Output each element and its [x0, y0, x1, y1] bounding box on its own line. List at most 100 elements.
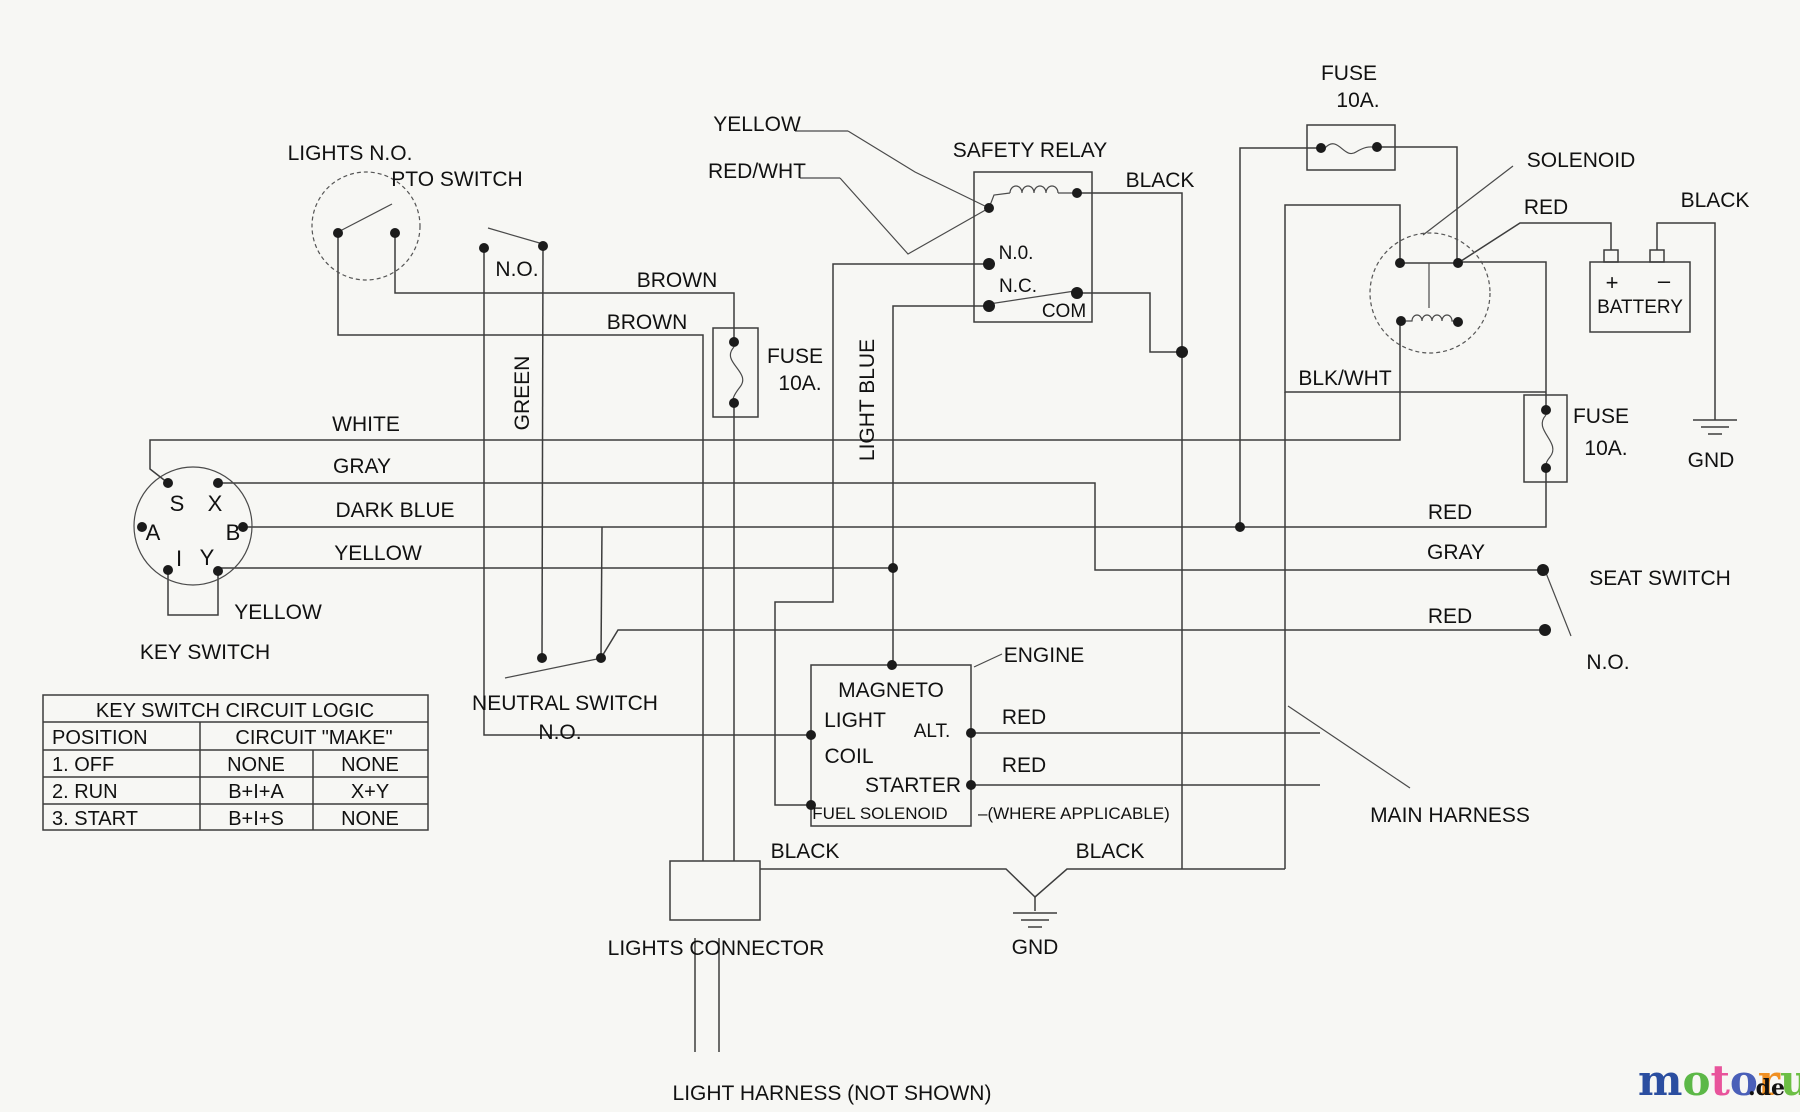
label-black-battery: BLACK: [1681, 189, 1750, 212]
label-safety-relay: SAFETY RELAY: [953, 139, 1107, 162]
seat-switch: [1537, 564, 1572, 637]
label-main-harness: MAIN HARNESS: [1370, 804, 1530, 827]
key-terminal-i: I: [176, 546, 182, 571]
leader-lines: [795, 130, 1514, 789]
label-black-gnd-right: BLACK: [1076, 840, 1145, 863]
label-magneto-2: LIGHT: [824, 709, 886, 732]
label-black-gnd-left: BLACK: [771, 840, 840, 863]
table-title: KEY SWITCH CIRCUIT LOGIC: [96, 700, 374, 722]
leader-solenoid: [1422, 165, 1514, 236]
wire-black-relay: [1077, 192, 1183, 869]
label-engine: ENGINE: [1004, 644, 1085, 667]
leader-yellow: [847, 130, 990, 209]
label-pto-switch: PTO SWITCH: [391, 168, 522, 191]
wire-battery-minus: [1656, 222, 1716, 420]
fuse-3-element: [1541, 414, 1554, 467]
label-gnd-right: GND: [1688, 449, 1735, 472]
label-red-wht: RED/WHT: [708, 160, 806, 183]
label-where-applicable: –(WHERE APPLICABLE): [978, 804, 1170, 823]
label-brown-1: BROWN: [637, 269, 718, 292]
label-fuse2-line2: 10A.: [1336, 89, 1379, 112]
battery-ground-symbol: [1693, 419, 1737, 435]
label-fuse1-line2: 10A.: [778, 372, 821, 395]
label-relay-nc: N.C.: [999, 276, 1037, 297]
key-terminal-b: B: [226, 520, 241, 545]
table-cell: NONE: [341, 754, 399, 776]
label-fuse2-line1: FUSE: [1321, 62, 1377, 85]
solenoid: [1369, 232, 1491, 354]
safety-relay-body: [973, 171, 1093, 323]
motoruf-logo: motoruf .de: [1638, 1056, 1800, 1105]
label-red-battery: RED: [1524, 196, 1568, 219]
lights-connector: [669, 860, 761, 1052]
label-fuse1-line1: FUSE: [767, 345, 823, 368]
label-key-switch: KEY SWITCH: [140, 641, 270, 664]
wire-white: [149, 321, 1401, 484]
fuse-3-body: [1523, 394, 1568, 483]
wire-black-ground-right: [1034, 868, 1285, 898]
fuse-1: [712, 327, 759, 418]
battery-label: BATTERY: [1597, 297, 1683, 318]
fuse-2-body: [1306, 124, 1396, 171]
wires: [149, 146, 1716, 911]
label-magneto-fuel: FUEL SOLENOID: [812, 804, 947, 823]
battery-terminal-plus: [1603, 249, 1619, 263]
label-yellow-top: YELLOW: [713, 113, 801, 136]
label-blk-wht: BLK/WHT: [1298, 367, 1392, 390]
wire-neutral-branch: [600, 526, 603, 659]
label-magneto-3: COIL: [824, 745, 873, 768]
table-col-make: CIRCUIT "MAKE": [235, 727, 392, 749]
label-gray-right: GRAY: [1427, 541, 1485, 564]
solenoid-coil: [1406, 314, 1455, 322]
wire-light-blue: [892, 305, 989, 665]
label-lights-connector: LIGHTS CONNECTOR: [608, 937, 825, 960]
table-cell: B+I+A: [228, 781, 284, 803]
wire-solenoid-fuse3: [1458, 261, 1547, 407]
wire-brown-1: [394, 233, 735, 346]
battery: + – BATTERY: [1589, 249, 1691, 333]
wire-blk-wht: [1284, 204, 1546, 393]
relay-coil: [988, 185, 1077, 209]
label-red-starter: RED: [1002, 754, 1046, 777]
battery-plus-sign: +: [1606, 270, 1619, 295]
label-fuse3-line1: FUSE: [1573, 405, 1629, 428]
label-dark-blue: DARK BLUE: [335, 499, 454, 522]
wire-no-fuel: [774, 263, 989, 806]
seat-switch-arm: [1545, 572, 1572, 637]
wire-brown-2: [337, 233, 704, 861]
label-yellow-jumper: YELLOW: [234, 601, 322, 624]
key-switch-logic-table: KEY SWITCH CIRCUIT LOGIC POSITION CIRCUI…: [42, 694, 429, 831]
motoruf-wordmark: motoruf: [1638, 1056, 1800, 1105]
table-cell: B+I+S: [228, 808, 284, 830]
lights-switch-body: [311, 171, 421, 281]
label-neutral-no: N.O.: [538, 721, 581, 744]
wire-fuse2-right: [1377, 146, 1458, 263]
pto-switch-arm: [487, 227, 544, 245]
label-seat-no: N.O.: [1586, 651, 1629, 674]
wire-red-seat: [600, 629, 1545, 659]
label-seat-switch: SEAT SWITCH: [1589, 567, 1731, 590]
key-terminal-x: X: [208, 491, 223, 516]
lights-switch: [311, 171, 421, 281]
label-black-relay: BLACK: [1126, 169, 1195, 192]
label-lights-switch: LIGHTS N.O.: [288, 142, 413, 165]
engine-ground-symbol: [1013, 912, 1057, 928]
neutral-switch-arm: [504, 658, 598, 679]
label-red-right: RED: [1428, 501, 1472, 524]
label-light-blue: LIGHT BLUE: [856, 339, 879, 461]
neutral-switch: [504, 653, 606, 679]
leader-main-harness: [1287, 705, 1411, 789]
key-terminal-y: Y: [200, 545, 215, 570]
label-red-seat: RED: [1428, 605, 1472, 628]
fuse-1-body: [712, 327, 759, 418]
table-cell: NONE: [341, 808, 399, 830]
battery-body: [1589, 261, 1691, 333]
key-switch-body: [133, 466, 253, 586]
wire-battery-plus: [1457, 222, 1612, 264]
key-switch: S X A B I Y: [133, 466, 253, 586]
fuse-3: [1523, 394, 1568, 483]
label-light-harness: LIGHT HARNESS (NOT SHOWN): [673, 1082, 992, 1105]
label-relay-com: COM: [1042, 301, 1086, 322]
label-neutral-switch: NEUTRAL SWITCH: [472, 692, 658, 715]
